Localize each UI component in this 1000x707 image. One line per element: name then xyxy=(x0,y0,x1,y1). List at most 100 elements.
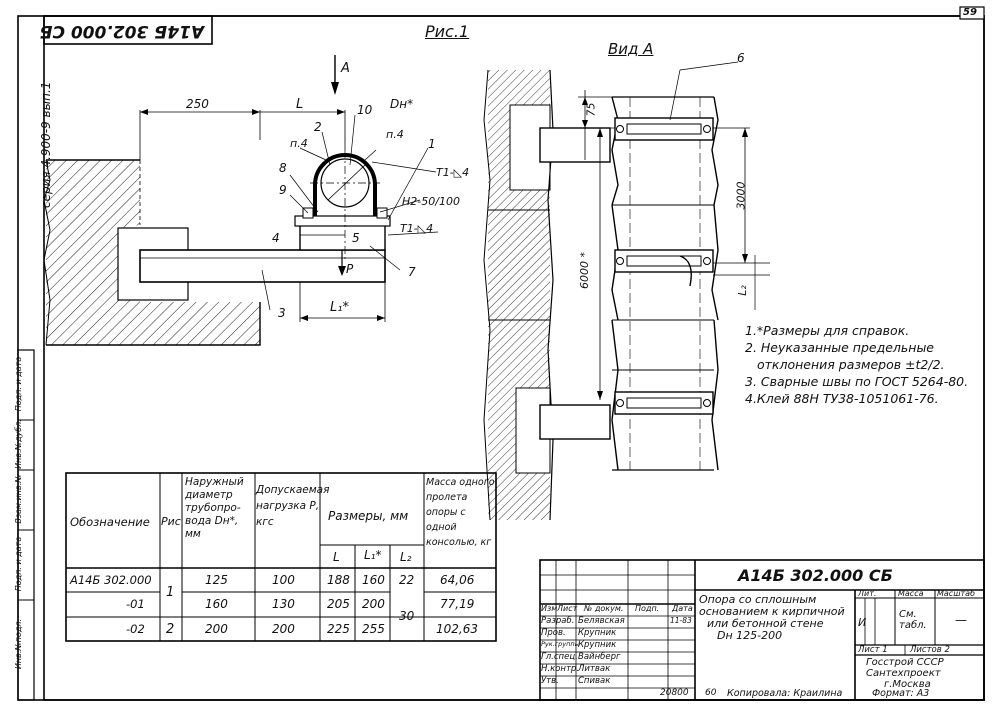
note-p4-left: п.4 xyxy=(290,137,308,150)
wall-hatch xyxy=(46,160,260,345)
tb-sheets: Листов 2 xyxy=(910,645,950,655)
pos-8: 8 xyxy=(279,161,287,175)
notes-block: 1.*Размеры для справок. 2. Неуказанные п… xyxy=(745,322,968,407)
row3-designation: -02 xyxy=(126,622,145,636)
tb-org-line-1: Госстрой СССР xyxy=(866,657,944,668)
note-3: 3. Сварные швы по ГОСТ 5264-80. xyxy=(745,374,969,389)
label-dim-L1: L₁* xyxy=(330,300,349,315)
row2-L2: 30 xyxy=(399,609,415,623)
th-diameter: Наружный диаметр трубопро-вода Dн*, мм xyxy=(185,476,244,540)
tb-role-5: Н.контр. xyxy=(541,664,580,674)
tb-date-1: 11-83 xyxy=(670,616,692,625)
th-dims: Размеры, мм xyxy=(328,509,409,523)
tb-sheet: Лист 1 xyxy=(858,645,888,655)
weld-t1-bottom: Т1-◺4 xyxy=(400,222,434,235)
row3-diameter: 200 xyxy=(205,622,228,636)
tb-role-3: Рук.группы xyxy=(541,640,580,648)
tb-mass-label: Масса xyxy=(898,589,924,598)
label-dim-75: 75 xyxy=(584,102,598,117)
tb-name-4: Вайнберг xyxy=(578,652,621,662)
note-p4-right: п.4 xyxy=(386,128,404,141)
label-load-P: P xyxy=(346,262,354,276)
tb-name-2: Крупник xyxy=(578,628,617,638)
tb-col-sign: Подп. xyxy=(635,604,660,613)
tb-org-line-2: Сантехпроект xyxy=(866,668,941,679)
tb-mass-value: См. табл. xyxy=(899,609,927,631)
pos-9: 9 xyxy=(279,183,287,197)
th-fig: Рис xyxy=(161,515,181,528)
row3-L1: 255 xyxy=(362,622,385,636)
tb-role-1: Разраб. xyxy=(541,616,575,626)
page-number: 59 xyxy=(963,7,977,18)
row3-mass: 102,63 xyxy=(436,622,478,636)
tb-org-line-3: г.Москва xyxy=(884,679,931,690)
footer-num2: 60 xyxy=(705,688,717,698)
spec-table-lines xyxy=(65,472,497,642)
pos-6: 6 xyxy=(737,51,745,65)
figure-label: Рис.1 xyxy=(425,22,470,41)
stamp-podp-date-2: Подп. и дата xyxy=(14,356,23,412)
title-name-line-4: Dн 125-200 xyxy=(717,629,783,642)
title-code: А14Б 302.000 СБ xyxy=(738,566,893,585)
row1-L2: 22 xyxy=(399,573,415,587)
row3-L: 225 xyxy=(327,622,350,636)
th-designation: Обозначение xyxy=(70,515,150,529)
pos-1: 1 xyxy=(428,137,436,151)
pos-4: 4 xyxy=(272,231,280,245)
footer-copied: Копировала: Краилина xyxy=(727,688,843,699)
tb-name-6: Спивак xyxy=(578,676,611,686)
tb-col-date: Дата xyxy=(672,604,693,613)
label-dim-Dn: Dн* xyxy=(390,97,414,111)
label-arrow-a: А xyxy=(341,61,350,76)
tb-lit-value: И xyxy=(858,616,867,629)
pos-3: 3 xyxy=(278,306,286,320)
note-4: 4.Клей 88Н ТУ38-1051061-76. xyxy=(745,391,939,406)
note-1: 1.*Размеры для справок. xyxy=(745,323,910,338)
tb-col-doc: № докум. xyxy=(584,604,624,613)
tb-col-izm: Изм xyxy=(541,604,558,613)
note-2: 2. Неуказанные предельные xyxy=(745,340,935,355)
view-label: Вид А xyxy=(608,40,654,58)
th-L: L xyxy=(333,550,340,564)
pos-5: 5 xyxy=(352,231,360,245)
label-dim-3000: 3000 xyxy=(734,181,748,210)
title-name-line-3: или бетонной стене xyxy=(707,617,824,630)
tb-lit-label: Лит. xyxy=(858,589,877,598)
pos-7: 7 xyxy=(408,265,416,279)
tb-name-3: Крупник xyxy=(578,640,617,650)
inner-frame xyxy=(43,15,985,701)
title-name-line-2: основанием к кирпичной xyxy=(699,605,845,618)
pos-2: 2 xyxy=(314,120,322,134)
title-name-line-1: Опора со сплошным xyxy=(699,593,817,606)
title-name: Опора со сплошным основанием к кирпичной… xyxy=(699,594,845,642)
tb-role-6: Утв. xyxy=(541,676,559,686)
tb-role-4: Гл.спец. xyxy=(541,652,578,662)
row1-fig: 1 xyxy=(166,585,175,600)
weld-t1-top: Т1-◺4 xyxy=(436,166,470,179)
row1-designation: А14Б 302.000 xyxy=(70,573,152,587)
row2-mass: 77,19 xyxy=(440,597,475,611)
label-dim-6000: 6000 * xyxy=(578,252,591,289)
row2-L: 205 xyxy=(327,597,350,611)
th-load: Допускаемая нагрузка Р, кгс xyxy=(256,484,330,528)
row1-load: 100 xyxy=(272,573,295,587)
note-2b: отклонения размеров ±t2/2. xyxy=(757,357,945,372)
th-L2: L₂ xyxy=(400,550,412,564)
th-mass: Масса одного пролета опоры с одной консо… xyxy=(426,477,495,548)
row1-L: 188 xyxy=(327,573,350,587)
row2-L1: 200 xyxy=(362,597,385,611)
title-block-lines xyxy=(539,559,985,701)
row1-L1: 160 xyxy=(362,573,385,587)
row1-diameter: 125 xyxy=(205,573,228,587)
label-dim-L: L xyxy=(296,97,304,112)
tb-name-1: Белявская xyxy=(578,616,625,626)
th-L1: L₁* xyxy=(364,548,382,562)
label-dim-L2: L₂ xyxy=(735,285,749,296)
row2-load: 130 xyxy=(272,597,295,611)
row2-diameter: 160 xyxy=(205,597,228,611)
footer-format: Формат: А3 xyxy=(872,688,930,699)
row3-fig: 2 xyxy=(166,622,175,637)
tb-role-2: Пров. xyxy=(541,628,566,638)
footer-number: 20800 xyxy=(660,688,689,698)
